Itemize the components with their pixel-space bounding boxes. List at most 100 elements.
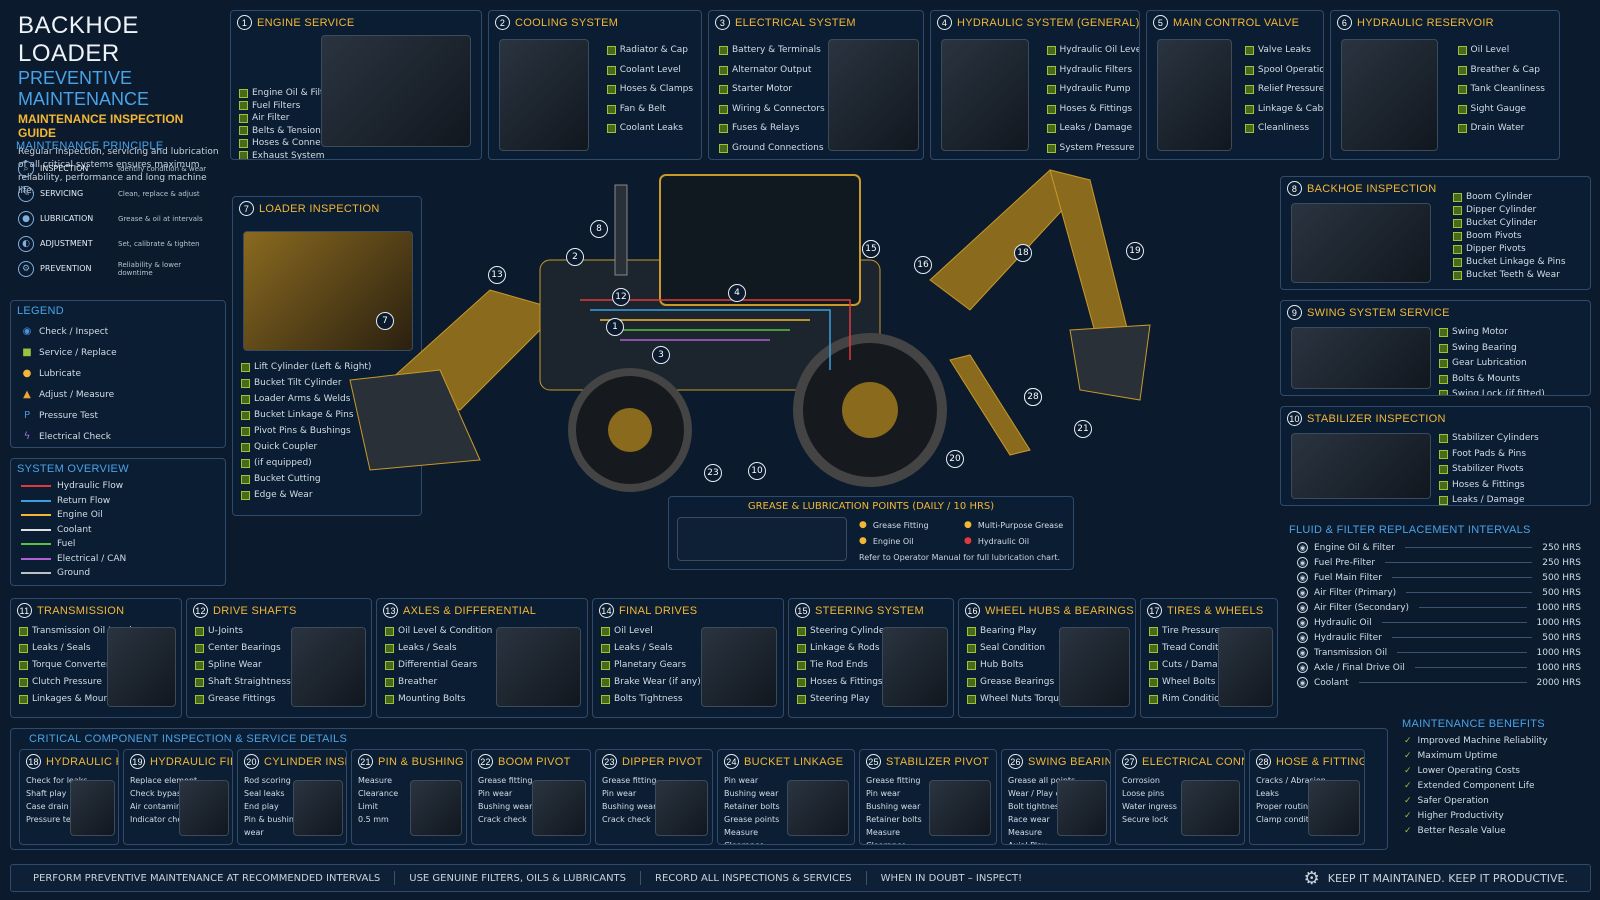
interval-row: ◉Air Filter (Primary)500 HRS: [1297, 585, 1581, 600]
checklist-item: Tire Pressure: [1149, 623, 1232, 640]
benefit-label: Improved Machine Reliability: [1417, 736, 1548, 746]
checklist-item: Pin wear: [478, 789, 513, 798]
panel-title: CYLINDER INSPECTION: [264, 755, 346, 768]
checklist-item: Edge & Wear: [241, 487, 371, 503]
grease-dot-icon: ●: [859, 536, 867, 546]
component-illustration: [881, 627, 949, 707]
line-swatch: [21, 543, 51, 546]
panel-number: 18: [26, 754, 41, 769]
component-illustration: [70, 780, 115, 836]
checklist-item: U-Joints: [195, 623, 291, 640]
component-illustration: [107, 627, 177, 707]
grease-label: Engine Oil: [872, 536, 914, 546]
component-illustration: [941, 39, 1030, 151]
checklist-item: Hoses & Connections: [239, 137, 348, 150]
component-illustration: [787, 780, 850, 836]
panel-title: ENGINE SERVICE: [257, 16, 355, 29]
principle-desc: Reliability & lower downtime: [117, 260, 182, 277]
checklist-item: Transmission Oil Level: [19, 623, 132, 640]
interval-icon: ◉: [1297, 677, 1308, 688]
checklist-item: Bucket Cylinder: [1453, 217, 1566, 230]
principle-name: SERVICING: [40, 189, 84, 198]
checklist-item: Leaks / Damage: [1047, 119, 1140, 139]
checklist-item: Grease Fittings: [195, 691, 291, 708]
checklist-item: Alternator Output: [719, 61, 825, 81]
overview-title: SYSTEM OVERVIEW: [17, 463, 129, 475]
checklist-item: Clamp condition: [1256, 815, 1322, 824]
callout-marker: 18: [1014, 244, 1032, 262]
checklist-item: Valve Leaks: [1245, 41, 1323, 61]
checklist-item: Hoses & Fittings: [797, 674, 888, 691]
checklist-item: Loader Arms & Welds: [241, 391, 371, 407]
grease-dot-icon: ●: [964, 536, 972, 546]
overview-label: Ground: [57, 568, 91, 579]
checklist-item: Planetary Gears: [601, 657, 701, 674]
checklist-item: Steering Cylinder: [797, 623, 888, 640]
checklist-item: Wear / Play check: [1008, 789, 1079, 798]
benefit-label: Lower Operating Costs: [1417, 766, 1520, 776]
checklist-item: Retainer bolts: [866, 815, 922, 824]
legend-item: ▲Adjust / Measure: [21, 384, 215, 405]
panel-number: 5: [1153, 15, 1168, 30]
benefit-item: ✓Safer Operation: [1404, 794, 1583, 809]
line-swatch: [21, 572, 51, 575]
interval-icon: ◉: [1297, 632, 1308, 643]
interval-icon: ◉: [1297, 557, 1308, 568]
panel-number: 9: [1287, 305, 1302, 320]
interval-leader: [1406, 592, 1533, 593]
interval-value: 1000 HRS: [1536, 647, 1582, 658]
panel-number: 14: [599, 603, 614, 618]
checklist-item: Grease fitting: [866, 776, 921, 785]
backhoe-illustration: [349, 169, 1151, 492]
checklist-item: Breather: [385, 674, 492, 691]
checklist-item: Ground Connections: [719, 139, 825, 159]
component-illustration: [929, 780, 992, 836]
checklist-item: Sight Gauge: [1458, 100, 1545, 120]
checklist-item: Linkages & Mounts: [19, 691, 132, 708]
legend-symbol-icon: ϟ: [23, 431, 31, 442]
callout-marker: 20: [946, 450, 964, 468]
checklist-item: Shaft play: [26, 789, 67, 798]
checklist-item: Grease all points: [1008, 776, 1076, 785]
checklist-item: Tread Condition: [1149, 640, 1232, 657]
checklist-item: Measure: [866, 828, 900, 837]
legend-label: Pressure Test: [39, 410, 99, 421]
checklist-item: Bucket Linkage & Pins: [241, 407, 371, 423]
checklist-item: Seal Condition: [967, 640, 1065, 657]
overview-item: Electrical / CAN: [21, 552, 215, 567]
interval-leader: [1381, 622, 1527, 623]
checklist-item: Measure: [1008, 828, 1042, 837]
benefit-label: Better Resale Value: [1417, 826, 1506, 836]
component-illustration: [1308, 780, 1361, 836]
panel-title: HYDRAULIC SYSTEM (GENERAL): [957, 16, 1140, 29]
footer-slogan-wrap: ⚙ KEEP IT MAINTAINED. KEEP IT PRODUCTIVE…: [1304, 868, 1568, 889]
grease-label: Multi-Purpose Grease: [977, 520, 1064, 530]
panel-number: 13: [383, 603, 398, 618]
checklist-item: Clearance: [358, 789, 399, 798]
checklist-item: Retainer bolts: [724, 802, 780, 811]
benefit-item: ✓Higher Productivity: [1404, 809, 1583, 824]
interval-label: Axle / Final Drive Oil: [1314, 662, 1405, 673]
